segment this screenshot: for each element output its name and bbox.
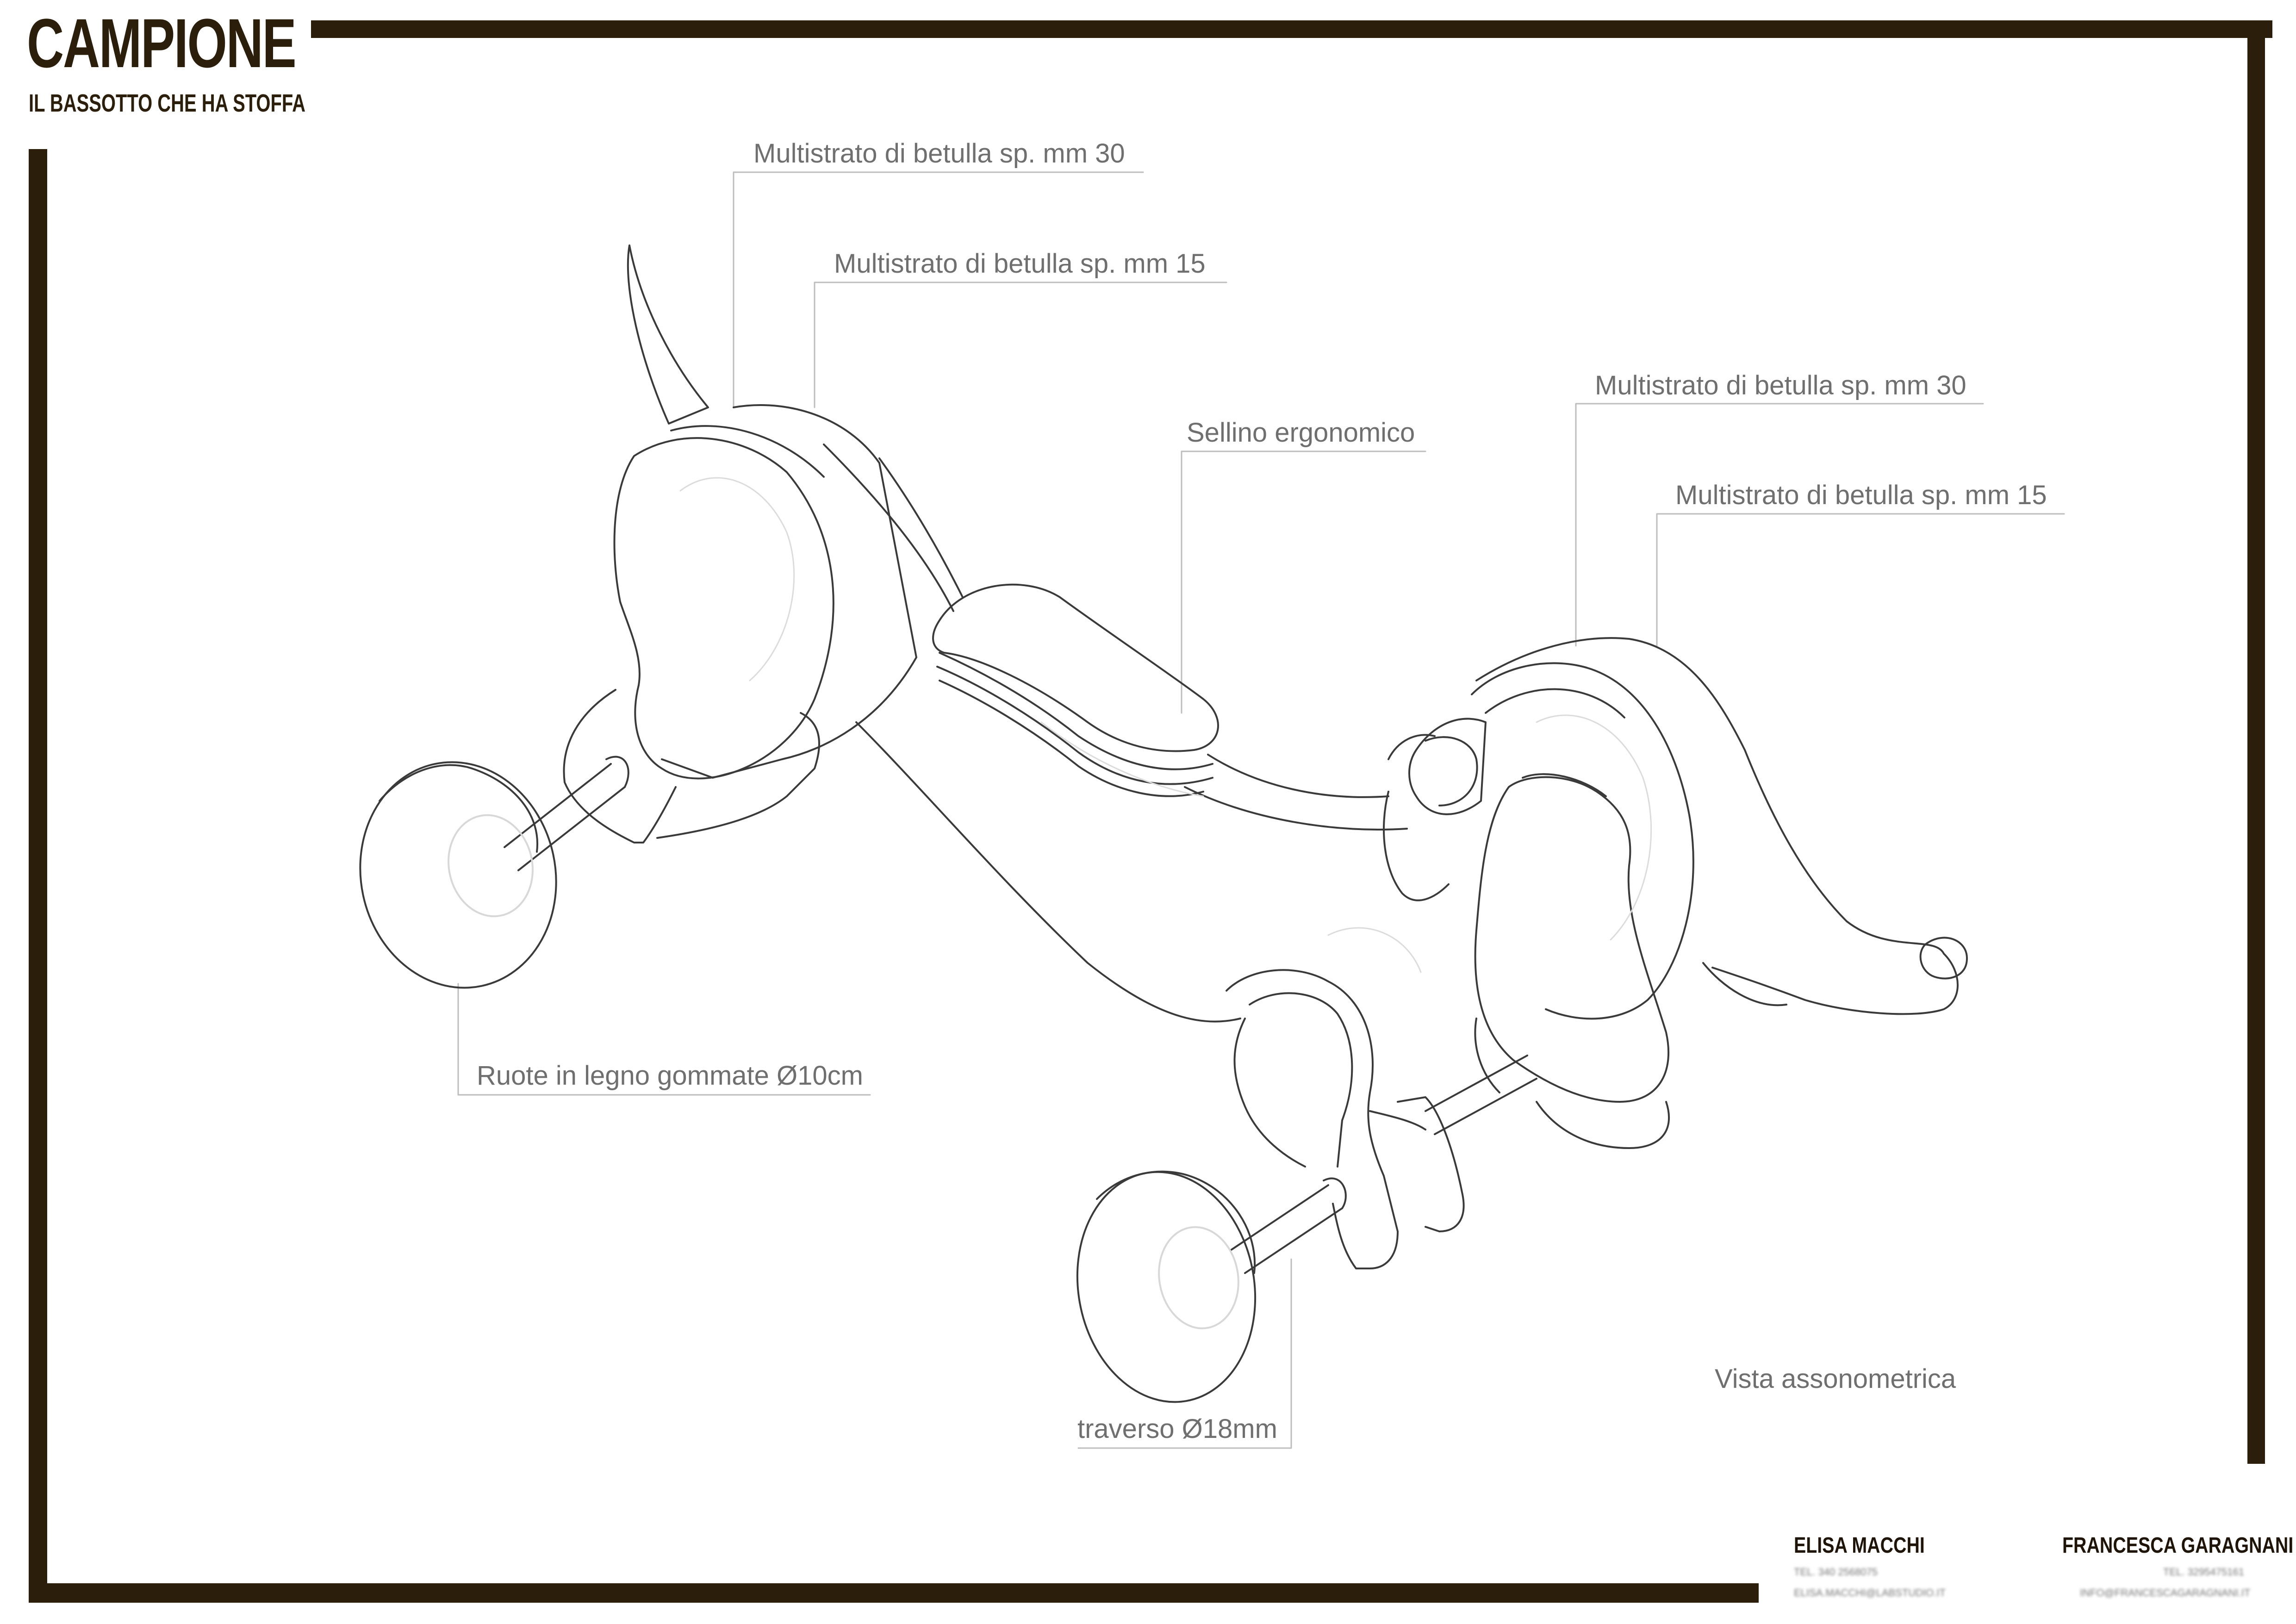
project-subtitle: IL BASSOTTO CHE HA STOFFA bbox=[29, 89, 305, 117]
collar-outer bbox=[1408, 718, 1487, 815]
rear-layer-15 bbox=[613, 437, 834, 780]
head-snout-tip bbox=[1919, 937, 1968, 980]
ear bbox=[1474, 776, 1670, 1103]
author-name: ELISA MACCHI bbox=[1794, 1533, 1925, 1558]
rear-axle bbox=[504, 763, 626, 871]
seat-top bbox=[932, 583, 1220, 752]
collar-band bbox=[1388, 734, 1436, 760]
rear-layer-15-edge bbox=[670, 425, 825, 478]
frame-bottom-bar bbox=[29, 1583, 1759, 1603]
tail bbox=[627, 244, 709, 425]
front-leg-panel bbox=[1249, 992, 1353, 1168]
head-layer-15 bbox=[1471, 662, 1694, 1020]
author-phone: TEL. 3295475161 bbox=[2163, 1566, 2244, 1578]
rear-layer-30 bbox=[661, 404, 917, 779]
front-leg-outer bbox=[1226, 969, 1399, 1269]
author-name: FRANCESCA GARAGNANI bbox=[2062, 1533, 2294, 1558]
leader-lines bbox=[457, 171, 2065, 1449]
label-head-plywood-15: Multistrato di betulla sp. mm 15 bbox=[834, 249, 1206, 279]
label-head-plywood-30: Multistrato di betulla sp. mm 30 bbox=[753, 138, 1125, 169]
front-leg-side bbox=[1397, 1096, 1465, 1232]
author-phone: TEL. 340 2568075 bbox=[1794, 1566, 1878, 1578]
front-beam-bottom bbox=[1184, 786, 1408, 831]
front-leg-front bbox=[1233, 1018, 1306, 1168]
ear-lobe bbox=[1702, 962, 1787, 1006]
label-axle: traverso Ø18mm bbox=[1077, 1414, 1277, 1444]
seat-layer-2 bbox=[939, 652, 1213, 770]
body-beam-under bbox=[855, 721, 1241, 1023]
view-label: Vista assonometrica bbox=[1715, 1364, 1956, 1394]
rear-wheel-left-inner bbox=[448, 814, 534, 918]
ear-edge bbox=[1522, 773, 1607, 797]
front-axle bbox=[1230, 1184, 1343, 1274]
front-wheel-rim bbox=[1076, 1171, 1257, 1403]
front-axle-end bbox=[1323, 1177, 1347, 1209]
label-rear-plywood-30: Multistrato di betulla sp. mm 30 bbox=[1595, 370, 1966, 400]
frame-right-bar bbox=[2247, 20, 2265, 1464]
label-wheels: Ruote in legno gommate Ø10cm bbox=[477, 1061, 863, 1091]
front-leg-layer bbox=[1369, 1110, 1426, 1131]
seat-layer-3 bbox=[936, 666, 1213, 785]
rear-wheel-left-rim bbox=[359, 761, 557, 989]
project-title: CAMPIONE bbox=[27, 4, 297, 82]
frame-left-bar bbox=[29, 149, 47, 1603]
label-seat: Sellino ergonomico bbox=[1187, 418, 1415, 448]
head-layer-15-b bbox=[1485, 688, 1625, 718]
author-email: INFO@FRANCESCAGARAGNANI.IT bbox=[2080, 1587, 2251, 1599]
front-wheel-thickness bbox=[1096, 1170, 1256, 1274]
front-wheel-inner bbox=[1158, 1226, 1239, 1330]
neck-lower bbox=[1474, 1018, 1500, 1093]
body-beam-top-2 bbox=[878, 457, 964, 598]
label-rear-plywood-15: Multistrato di betulla sp. mm 15 bbox=[1675, 480, 2047, 510]
head-layer-30 bbox=[1475, 637, 1959, 1015]
rear-leg-inner bbox=[656, 712, 820, 839]
seat-layer-4 bbox=[939, 680, 1204, 797]
rear-wheel-left-thickness bbox=[379, 764, 539, 853]
mid-axle bbox=[1425, 1055, 1537, 1135]
neck-plate bbox=[1383, 791, 1450, 901]
body-beam-top bbox=[823, 443, 954, 612]
collar-inner bbox=[1425, 736, 1478, 806]
author-email: ELISA.MACCHI@LABSTUDIO.IT bbox=[1794, 1587, 1946, 1599]
chin bbox=[1536, 1101, 1670, 1149]
rear-axle-end bbox=[605, 756, 629, 788]
frame-top-bar bbox=[311, 20, 2272, 38]
front-beam-top bbox=[1207, 754, 1389, 798]
